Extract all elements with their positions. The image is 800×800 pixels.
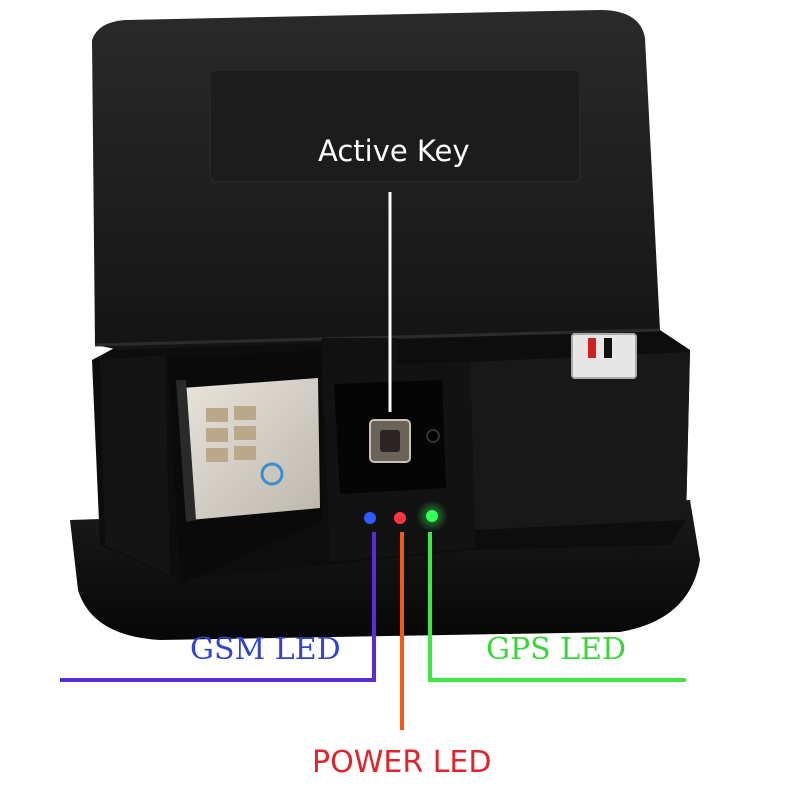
gsm-led <box>364 512 376 524</box>
lid-label-recess <box>209 69 581 183</box>
sim-holder <box>176 380 196 522</box>
gps-led-label: GPS LED <box>486 632 627 667</box>
power-led-label: POWER LED <box>312 745 492 780</box>
right-front-block <box>470 352 690 530</box>
gsm-led-label: GSM LED <box>190 632 341 667</box>
sim-carrier-logo <box>260 462 284 486</box>
gps-led-line <box>428 532 686 682</box>
key-module <box>322 338 397 368</box>
connector-wire-black <box>604 338 612 358</box>
gsm-led-line <box>60 532 376 682</box>
sim-contact <box>234 406 256 420</box>
connector-wire-red <box>588 338 596 358</box>
gps-led <box>426 510 438 522</box>
left-front-block <box>100 355 170 575</box>
active-key-label: Active Key <box>318 134 470 168</box>
sim-contact <box>234 426 256 440</box>
sim-contact <box>206 408 228 422</box>
sim-contact <box>206 448 228 462</box>
sim-contact <box>234 446 256 460</box>
reset-hole <box>426 429 440 443</box>
power-led <box>394 512 406 524</box>
sim-contact <box>206 428 228 442</box>
active-key-cap <box>380 430 400 452</box>
lid-edge <box>94 328 661 347</box>
